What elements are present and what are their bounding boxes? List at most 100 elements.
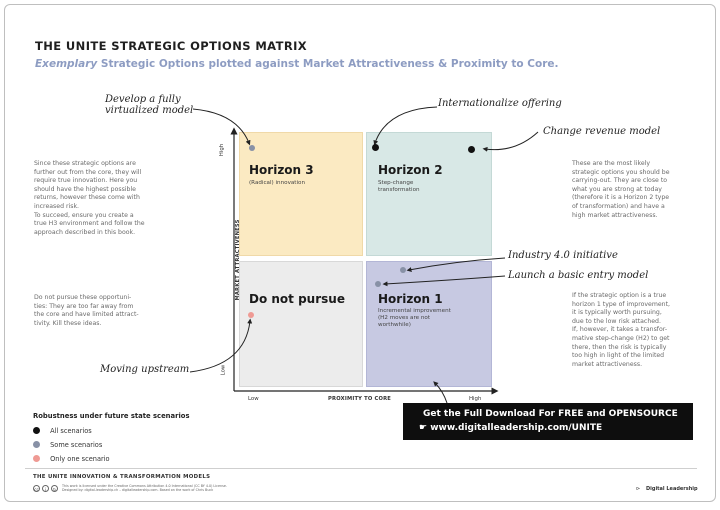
quadrant-title: Horizon 3 xyxy=(249,163,314,177)
matrix-poster: THE UNITE STRATEGIC OPTIONS MATRIX Exemp… xyxy=(4,4,716,502)
text-line: tivity. Kill these ideas. xyxy=(34,319,102,327)
legend-dot-one xyxy=(33,455,40,462)
arrow-entry xyxy=(382,275,506,287)
download-banner[interactable] xyxy=(403,403,693,440)
text-line: If, however, it takes a transfor- xyxy=(572,326,668,334)
footer-title: THE UNITE INNOVATION & TRANSFORMATION MO… xyxy=(33,474,211,480)
banner-url[interactable]: www.digitalleadership.com/UNITE xyxy=(430,423,603,433)
sa-license-icon: ↻ xyxy=(51,485,58,492)
annotation-industry: Industry 4.0 initiative xyxy=(508,250,618,261)
horizon1-description: If the strategic option is a true horizo… xyxy=(572,292,670,369)
arrow-virtualized xyxy=(192,108,251,146)
legend-dot-some xyxy=(33,441,40,448)
text-line: carrying-out. They are close to xyxy=(572,177,668,185)
legend-title: Robustness under future state scenarios xyxy=(33,412,190,420)
text-line: it is typically worth pursuing, xyxy=(572,309,662,317)
legend-label: All scenarios xyxy=(50,427,92,435)
quadrant-horizon3: Horizon 3 (Radical) innovation xyxy=(239,132,363,256)
text-line: Designed by: digital-leadership.ch – dig… xyxy=(62,488,214,493)
arrow-industry xyxy=(406,257,506,272)
text-line: approach described in this book. xyxy=(34,228,136,236)
annotation-virtualized: Develop a fully virtualized model xyxy=(105,94,193,116)
text-line: strategic options you should be xyxy=(572,168,670,176)
text-line: what you are strong at today xyxy=(572,185,662,193)
point-industry-4 xyxy=(400,267,406,273)
text-line: should have the highest possible xyxy=(34,185,136,193)
arrow-revenue xyxy=(482,131,539,152)
banner-headline: Get the Full Download For FREE and OPENS… xyxy=(423,409,678,419)
text-line: These are the most likely xyxy=(572,160,651,167)
text-line: there, then the risk is typically xyxy=(572,343,667,351)
text-line: market attractiveness. xyxy=(572,360,643,368)
subtitle-lead: Exemplary xyxy=(35,58,98,70)
x-tick-high: High xyxy=(469,396,482,402)
page-subtitle: Exemplary Strategic Options plotted agai… xyxy=(35,58,559,70)
footer-license: This work is licensed under the Creative… xyxy=(62,484,227,493)
horizon3-description: Since these strategic options are furthe… xyxy=(34,160,145,237)
text-line: true H3 environment and follow the xyxy=(34,220,145,228)
subtitle-rest: Strategic Options plotted against Market… xyxy=(97,58,559,70)
text-line: further out from the core, they will xyxy=(34,168,142,176)
text-line: worthwhile) xyxy=(378,321,411,328)
text-line: (therefore it is a Horizon 2 type xyxy=(572,194,670,202)
point-basic-entry xyxy=(375,281,381,287)
text-line: too high in light of the limited xyxy=(572,352,665,360)
text-line: This work is licensed under the Creative… xyxy=(62,484,227,488)
arrow-banner xyxy=(433,381,448,404)
text-line: high market attractiveness. xyxy=(572,211,658,219)
text-line: the core and have limited attract- xyxy=(34,311,139,319)
text-line: returns, however these come with xyxy=(34,194,140,202)
quadrant-subtitle: Step-change transformation xyxy=(378,180,420,194)
matrix-axes xyxy=(189,106,539,404)
annotation-revenue: Change revenue model xyxy=(543,126,661,137)
banner-link[interactable]: ☛ www.digitalleadership.com/UNITE xyxy=(419,423,602,433)
do-not-pursue-description: Do not pursue these opportuni- ties: The… xyxy=(34,294,139,328)
brand-name: Digital Leadership xyxy=(646,486,698,492)
cc-license-icon: cc xyxy=(33,485,40,492)
point-virtualized-model xyxy=(249,145,255,151)
point-revenue-model xyxy=(468,146,475,153)
brand-logo-icon: ⊳ xyxy=(636,486,641,492)
annotation-internationalize: Internationalize offering xyxy=(438,98,562,109)
text-line: require true innovation. Here you xyxy=(34,177,138,185)
text-line: transformation xyxy=(378,186,420,193)
arrow-internationalize xyxy=(373,106,438,146)
quadrant-title: Do not pursue xyxy=(249,292,345,306)
text-line: Do not pursue these opportuni- xyxy=(34,294,132,301)
text-line: Step-change xyxy=(378,180,414,186)
text-line: Develop a fully xyxy=(105,94,181,105)
horizon2-description: These are the most likely strategic opti… xyxy=(572,160,670,220)
pointing-hand-icon: ☛ xyxy=(419,423,428,433)
text-line: Since these strategic options are xyxy=(34,160,136,167)
text-line: increased risk. xyxy=(34,202,80,210)
text-line: ties: They are too far away from xyxy=(34,302,134,310)
y-tick-high: High xyxy=(219,143,226,157)
x-axis-label: PROXIMITY TO CORE xyxy=(328,396,392,402)
text-line: virtualized model xyxy=(105,105,194,116)
y-axis-label: MARKET ATTRACTIVENESS xyxy=(235,219,241,301)
by-license-icon: i xyxy=(42,485,49,492)
annotation-entry: Launch a basic entry model xyxy=(508,270,649,281)
legend-dot-all xyxy=(33,427,40,434)
text-line: mative step-change (H2) to get xyxy=(572,334,670,342)
text-line: If the strategic option is a true xyxy=(572,292,667,299)
text-line: horizon 1 type of improvement, xyxy=(572,300,670,308)
y-tick-low: Low xyxy=(220,364,227,376)
point-internationalize xyxy=(372,144,379,151)
text-line: due to the low risk attached. xyxy=(572,317,661,325)
quadrant-do-not-pursue: Do not pursue xyxy=(239,261,363,387)
quadrant-subtitle: Incremental improvement (H2 moves are no… xyxy=(378,308,451,328)
legend-item-some: Some scenarios xyxy=(33,440,102,449)
footer-divider xyxy=(25,468,697,469)
quadrant-subtitle: (Radical) innovation xyxy=(249,180,306,186)
legend-item-one: Only one scenario xyxy=(33,454,110,463)
text-line: of transformation) and have a xyxy=(572,202,665,210)
quadrant-title: Horizon 1 xyxy=(378,292,443,306)
page-title: THE UNITE STRATEGIC OPTIONS MATRIX xyxy=(35,39,308,53)
quadrant-title: Horizon 2 xyxy=(378,163,443,177)
legend-label: Some scenarios xyxy=(50,441,103,449)
point-moving-upstream xyxy=(248,312,254,318)
text-line: Incremental improvement xyxy=(378,308,451,314)
text-line: (H2 moves are not xyxy=(378,314,431,321)
text-line: To succeed, ensure you create a xyxy=(34,211,134,219)
